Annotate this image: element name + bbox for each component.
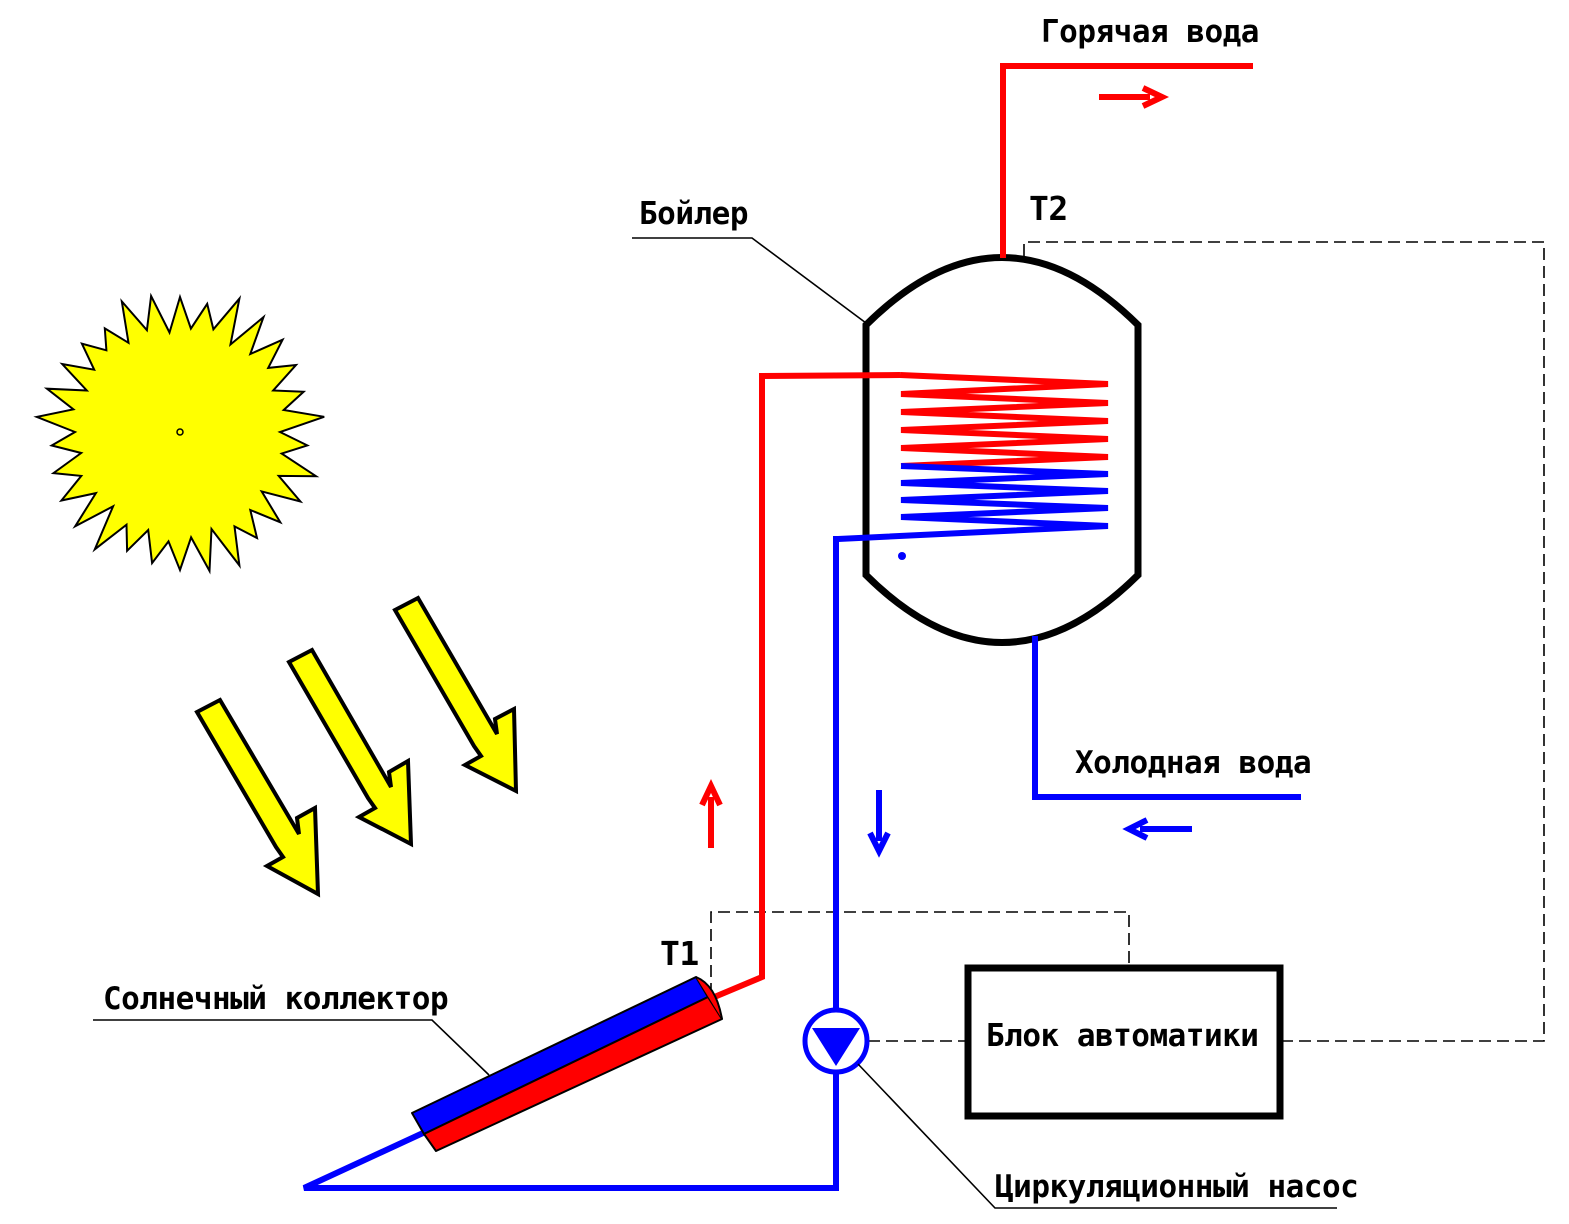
boiler-label: Бойлер xyxy=(639,196,748,232)
cold-water-flow-arrow xyxy=(1122,817,1192,841)
heat-exchanger-coil xyxy=(837,372,1109,542)
collector-return-pipe xyxy=(302,536,839,1191)
circulation-pump-label: Циркуляционный насос xyxy=(995,1169,1358,1205)
sun-ray-arrows xyxy=(194,595,519,898)
cold-water-pipe xyxy=(1032,636,1301,800)
solar-collector-label: Солнечный коллектор xyxy=(103,981,448,1017)
sun-icon xyxy=(33,292,325,575)
automation-unit-box xyxy=(964,964,1284,1120)
collector-leader xyxy=(93,1019,490,1076)
automation-unit-label: Блок автоматики xyxy=(986,1018,1258,1054)
circulation-pump-icon xyxy=(802,1007,870,1075)
t1-sensor-wire xyxy=(710,911,1130,995)
sun-ray-arrow-1 xyxy=(194,697,321,898)
collector-supply-pipe xyxy=(710,372,901,1001)
control-wires xyxy=(710,241,1545,1042)
t2-label: T2 xyxy=(1029,189,1068,228)
return-flow-arrow xyxy=(867,790,891,858)
sun-ray-arrow-3 xyxy=(392,595,519,795)
pump-leader xyxy=(857,1063,1337,1209)
t1-label: T1 xyxy=(660,934,699,973)
leader-lines xyxy=(93,237,1337,1209)
hot-water-pipe xyxy=(1000,63,1253,258)
boiler-drain-dot xyxy=(898,552,906,560)
sun-ray-arrow-2 xyxy=(286,647,414,848)
solar-collector xyxy=(411,976,723,1152)
boiler-leader xyxy=(632,237,867,324)
cold-water-label: Холодная вода xyxy=(1075,745,1311,781)
t2-sensor-wire xyxy=(1023,241,1545,1042)
hot-water-label: Горячая вода xyxy=(1041,14,1259,50)
hot-water-flow-arrow xyxy=(1099,85,1170,109)
supply-flow-arrow xyxy=(699,778,723,848)
